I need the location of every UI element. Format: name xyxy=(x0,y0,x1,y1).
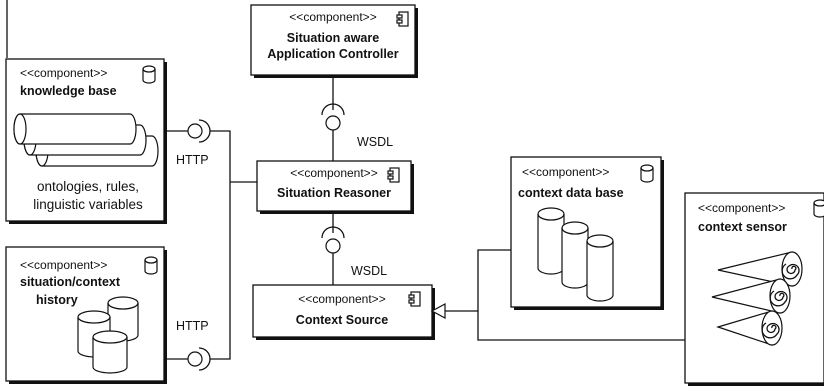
reasoner-title: Situation Reasoner xyxy=(277,186,391,200)
sensor-cones xyxy=(711,251,803,346)
controller-component: <<component>> Situation aware Applicatio… xyxy=(250,4,418,78)
knowledge-base-note-line1: ontologies, rules, xyxy=(37,179,139,194)
provided-interface-icon xyxy=(325,115,341,131)
http-bottom-label: HTTP xyxy=(176,319,209,333)
context-db-component: <<component>> context data base xyxy=(510,156,664,310)
context-source-component: <<component>> Context Source xyxy=(252,284,435,340)
history-stereotype: <<component>> xyxy=(20,258,107,272)
wsdl-bottom-label: WSDL xyxy=(351,264,387,278)
database-icon xyxy=(640,164,654,183)
component-icon xyxy=(408,291,421,307)
history-title-line2: history xyxy=(36,293,78,307)
sensor-spiral-icon xyxy=(761,322,780,339)
history-title-line1: situation/context xyxy=(20,275,121,289)
context-source-title: Context Source xyxy=(296,313,388,327)
context-sensor-title: context sensor xyxy=(698,220,787,234)
provided-interface-icon xyxy=(187,123,203,139)
http-top-label: HTTP xyxy=(176,153,209,167)
sensor-spiral-icon xyxy=(769,290,788,307)
history-component: <<component>> situation/context history xyxy=(5,246,167,384)
wsdl-top-label: WSDL xyxy=(357,135,393,149)
component-icon xyxy=(387,167,400,183)
ontology-storage-stack xyxy=(13,113,159,167)
required-interface-icon xyxy=(198,119,211,143)
required-interface-icon xyxy=(321,103,345,116)
reasoner-stereotype: <<component>> xyxy=(290,166,377,180)
context-db-cylinders xyxy=(537,207,614,302)
context-sensor-stereotype: <<component>> xyxy=(698,201,785,215)
database-icon xyxy=(144,256,158,275)
knowledge-base-note-line2: linguistic variables xyxy=(33,197,143,212)
controller-stereotype: <<component>> xyxy=(289,10,376,24)
controller-title-line1: Situation aware xyxy=(287,31,379,45)
controller-title-line2: Application Controller xyxy=(267,47,398,61)
component-icon xyxy=(396,11,409,27)
context-db-title: context data base xyxy=(518,186,624,200)
provided-interface-icon xyxy=(325,238,341,254)
context-source-stereotype: <<component>> xyxy=(298,292,385,306)
sensor-spiral-icon xyxy=(781,263,800,280)
database-icon xyxy=(813,199,824,218)
knowledge-base-title: knowledge base xyxy=(20,84,117,98)
knowledge-base-stereotype: <<component>> xyxy=(20,66,107,80)
knowledge-base-component: <<component>> knowledge base ontologies,… xyxy=(5,58,167,224)
reasoner-component: <<component>> Situation Reasoner xyxy=(256,160,414,214)
context-db-stereotype: <<component>> xyxy=(522,165,609,179)
provided-interface-icon xyxy=(187,351,203,367)
context-sensor-component: <<component>> context sensor xyxy=(684,192,824,386)
connectors: WSDL WSDL HTTP HTTP xyxy=(164,75,685,371)
required-interface-icon xyxy=(321,226,345,239)
history-storage-cylinders xyxy=(77,296,139,374)
required-interface-icon xyxy=(198,347,211,371)
database-icon xyxy=(142,65,156,84)
